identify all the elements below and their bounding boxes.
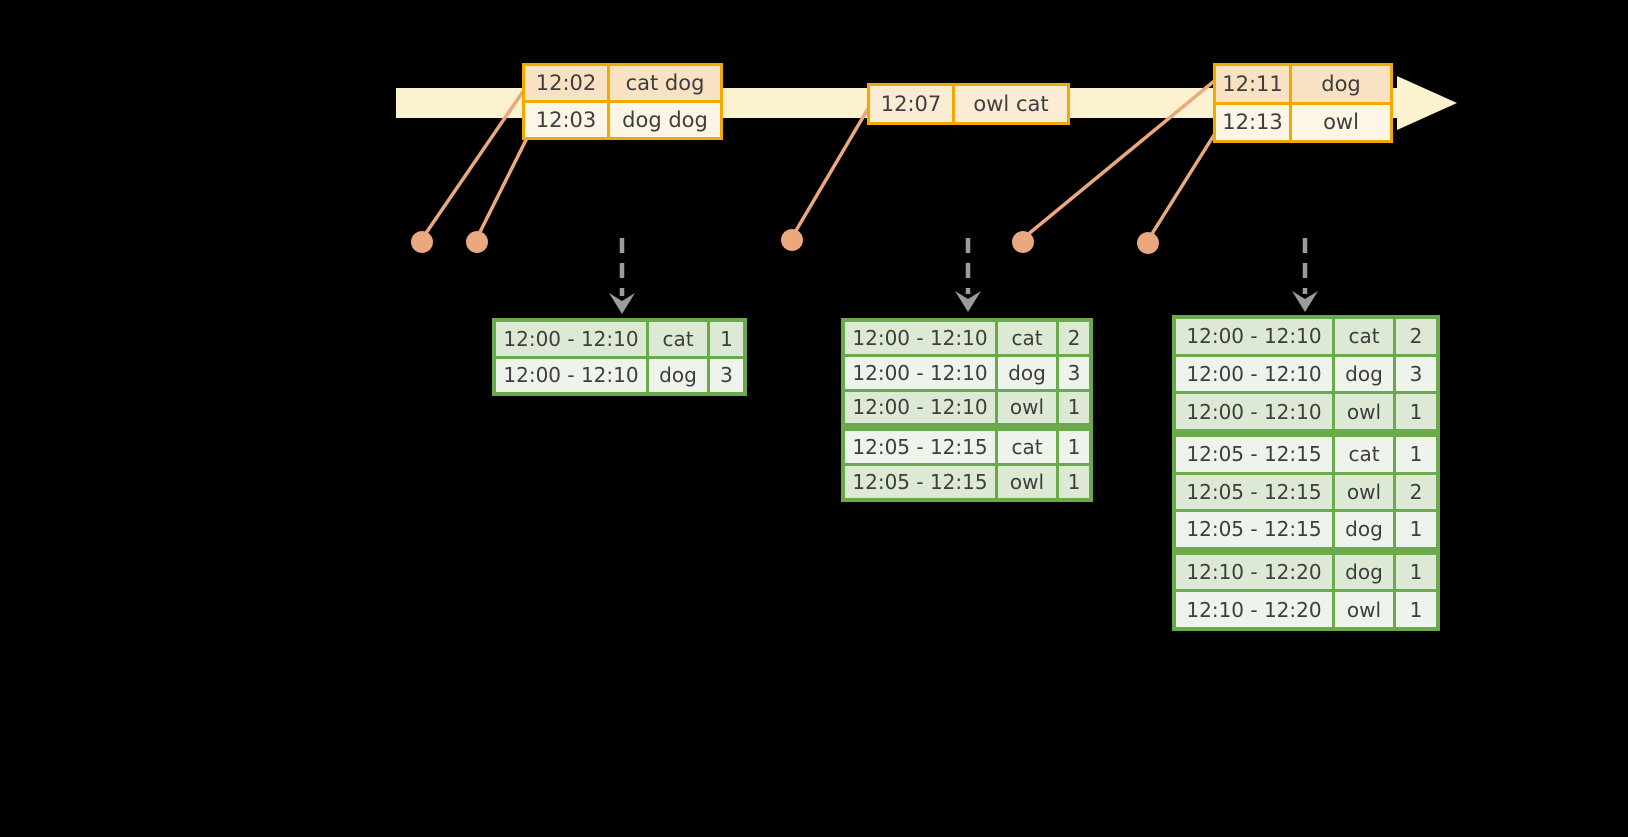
word-cell: dog: [1335, 554, 1393, 590]
word-cell: cat: [998, 431, 1056, 464]
trigger-arrowhead-icon-2: [955, 291, 981, 312]
window-cell: 12:00 - 12:10: [496, 358, 646, 392]
event-words-cell: dog: [1292, 66, 1390, 102]
window-cell: 12:00 - 12:10: [845, 391, 995, 424]
event-dot-icon-5: [1137, 232, 1159, 254]
event-connector-line-2: [476, 138, 528, 238]
count-cell: 1: [1059, 466, 1089, 498]
event-time-cell: 12:02: [525, 66, 607, 100]
count-cell: 3: [1059, 356, 1089, 389]
count-cell: 2: [1059, 322, 1089, 354]
word-cell: dog: [998, 356, 1056, 389]
count-cell: 2: [1396, 474, 1436, 510]
timeline-arrowhead-icon: [1397, 76, 1457, 130]
event-time-cell: 12:03: [525, 103, 607, 137]
count-cell: 1: [1396, 436, 1436, 472]
word-cell: cat: [1335, 436, 1393, 472]
count-cell: 1: [1396, 554, 1436, 590]
word-cell: cat: [649, 322, 707, 356]
trigger-arrowhead-icon-1: [609, 293, 635, 314]
window-cell: 12:05 - 12:15: [1176, 512, 1332, 547]
window-cell: 12:00 - 12:10: [1176, 319, 1332, 354]
window-cell: 12:05 - 12:15: [1176, 474, 1332, 510]
event-connector-line-1: [422, 88, 526, 238]
count-cell: 2: [1396, 319, 1436, 354]
count-cell: 1: [1059, 431, 1089, 464]
window-cell: 12:00 - 12:10: [1176, 394, 1332, 429]
word-cell: owl: [1335, 474, 1393, 510]
event-dot-icon-2: [466, 231, 488, 253]
word-cell: dog: [1335, 356, 1393, 392]
event-time-cell: 12:11: [1216, 66, 1289, 102]
event-connector-line-4: [1024, 80, 1215, 238]
event-connector-line-3: [792, 105, 871, 236]
count-cell: 3: [710, 358, 743, 392]
event-dot-icon-1: [411, 231, 433, 253]
word-cell: cat: [998, 322, 1056, 354]
event-dot-icon-4: [1012, 231, 1034, 253]
event-words-cell: owl cat: [955, 86, 1067, 122]
window-cell: 12:10 - 12:20: [1176, 554, 1332, 590]
event-connector-line-5: [1148, 133, 1216, 239]
count-cell: 1: [1396, 394, 1436, 429]
event-time-cell: 12:13: [1216, 104, 1289, 140]
word-cell: owl: [1335, 592, 1393, 627]
window-cell: 12:05 - 12:15: [845, 431, 995, 464]
event-words-cell: cat dog: [610, 66, 720, 100]
window-cell: 12:00 - 12:10: [845, 356, 995, 389]
count-cell: 1: [1396, 592, 1436, 627]
event-words-cell: dog dog: [610, 103, 720, 137]
window-cell: 12:00 - 12:10: [496, 322, 646, 356]
event-words-cell: owl: [1292, 104, 1390, 140]
window-cell: 12:00 - 12:10: [1176, 356, 1332, 392]
window-cell: 12:05 - 12:15: [845, 466, 995, 498]
trigger-arrowhead-icon-3: [1292, 291, 1318, 312]
word-cell: owl: [998, 391, 1056, 424]
event-dot-icon-3: [781, 229, 803, 251]
count-cell: 1: [710, 322, 743, 356]
count-cell: 3: [1396, 356, 1436, 392]
word-cell: owl: [1335, 394, 1393, 429]
count-cell: 1: [1396, 512, 1436, 547]
word-cell: owl: [998, 466, 1056, 498]
word-cell: cat: [1335, 319, 1393, 354]
count-cell: 1: [1059, 391, 1089, 424]
window-cell: 12:05 - 12:15: [1176, 436, 1332, 472]
window-cell: 12:10 - 12:20: [1176, 592, 1332, 627]
word-cell: dog: [1335, 512, 1393, 547]
event-time-cell: 12:07: [870, 86, 952, 122]
word-cell: dog: [649, 358, 707, 392]
window-cell: 12:00 - 12:10: [845, 322, 995, 354]
